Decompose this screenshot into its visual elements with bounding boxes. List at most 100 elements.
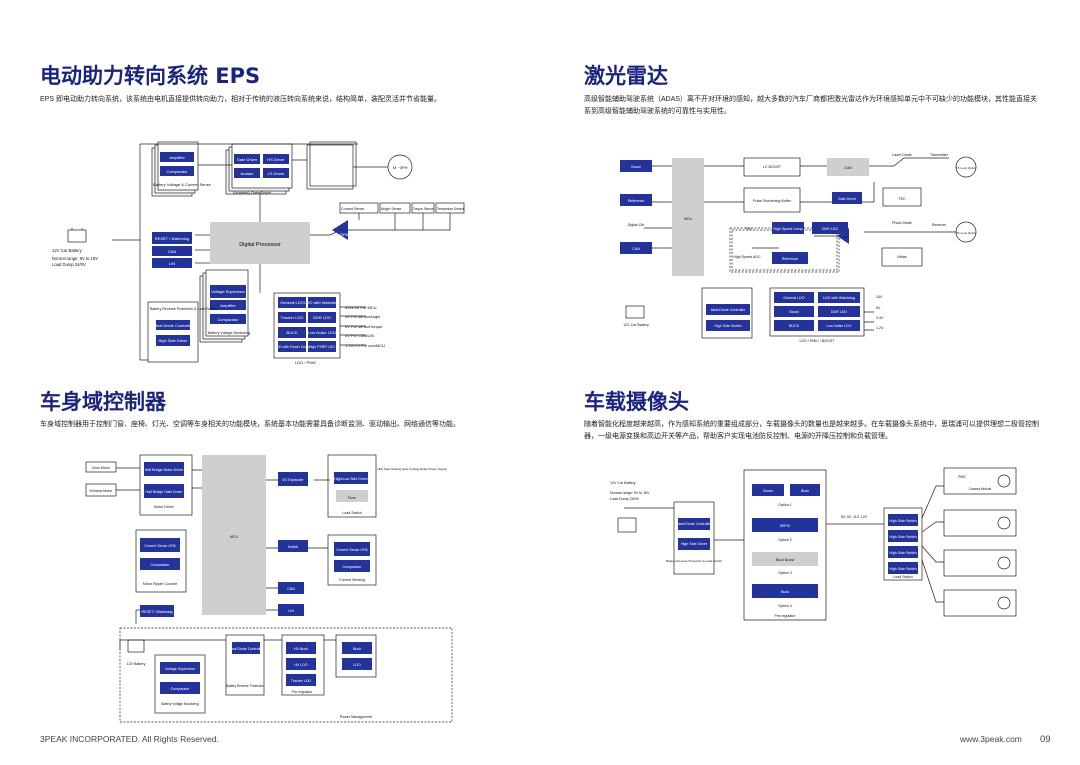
isolated-gd-label: (Isolated) Gate Driver <box>233 190 272 195</box>
page-number: 09 <box>1040 734 1051 745</box>
lidar-buck-label: BUCK <box>789 324 800 328</box>
current-sense-label: Current Sense <box>341 207 364 211</box>
lidar-gate-driver-label: Gate Driver <box>838 197 857 201</box>
camera-icon <box>997 474 1011 610</box>
motor-driver-label: Motor Driver <box>154 505 175 509</box>
cam-boost-label: Boost <box>763 489 772 493</box>
body-title: 车身域控制器 <box>40 390 166 414</box>
cam-buck-label: Buck <box>801 489 809 493</box>
cam-high-side-label: High Side Driver <box>681 542 708 546</box>
rx-optics-label: RX Lens Optics <box>956 231 977 235</box>
tia-label: TIA <box>844 235 849 239</box>
body-lin-label: LIN <box>288 609 294 613</box>
half-bridge1-label: Half Bridge Motor Driver <box>145 468 184 472</box>
camera-title: 车载摄像头 <box>584 390 689 414</box>
body-battery-label: 12V Battery <box>127 662 146 666</box>
hv-buck-label: HV Buck <box>294 647 308 651</box>
lidar-ldo-watchdog-label: LDO with Watchdog <box>823 296 855 300</box>
lidar-v2: 5V <box>876 306 881 310</box>
hs3-label: High Side Switch <box>889 551 916 555</box>
cam-load-switch-label: Load Switch <box>893 575 913 579</box>
body-comparator3-label: Comparator <box>171 687 191 691</box>
high-speed-comp-label: High Speed Comp <box>773 227 802 231</box>
lidar-boost-label: Boost <box>631 165 640 169</box>
hs2-label: High Side Switch <box>889 535 916 539</box>
lidar-v3: 3.3V <box>876 316 884 320</box>
cam-voltages-label: 5V, 9V, 11V, 12V <box>841 515 868 519</box>
switch-label: Switch <box>288 545 299 549</box>
transmitter-label: Transmitter <box>930 153 949 157</box>
current-opa-label: Current Sense OPA <box>144 544 176 548</box>
car-battery-label: 12V Car Battery <box>52 248 83 253</box>
lidar-title: 激光雷达 <box>584 64 668 88</box>
led-loads-label: LED Seat Heating Seat Cooling Relay Powe… <box>377 467 447 471</box>
receiver-label: Receiver <box>932 223 947 227</box>
body-ldo-label: LDO <box>353 663 361 667</box>
cam-preregulator-label: Pre-regulator <box>775 614 797 618</box>
low-noise-ldo-label: Low Noise LDO <box>308 330 336 335</box>
eps-output-4: 5V For CAN/LIN <box>345 333 374 338</box>
hbias-label: Hbias <box>897 255 906 259</box>
ls-driver-label: LS Driver <box>268 171 285 176</box>
ldo-watchdog-label: LDO with Watchdog <box>304 300 339 305</box>
laser-diode-label: Laser Diode <box>892 153 911 157</box>
amplifier-label: Amplifier <box>169 155 185 160</box>
tracker-ldo-label: Tracker LDO <box>291 679 312 683</box>
lidar-diagram: Boost Reference CAN Gate Driver High Spe… <box>620 153 977 343</box>
battery-icon <box>127 639 145 653</box>
option2-label: Option 2 <box>778 538 792 542</box>
lidar-ddr-ldo-label: DDR LDO <box>822 227 838 231</box>
fuse-label: Fuse <box>348 496 356 500</box>
voltage-supervisor-label: Voltage Supervisor <box>211 289 245 294</box>
cam-load-dump-label: Load Dump 24/0V <box>610 497 640 501</box>
comparator2-label: Comparator <box>217 317 239 322</box>
lidar-reference-label: Reference <box>628 199 645 203</box>
load-switch-label: Load Switch <box>342 511 362 515</box>
body-ideal-diode-label: Ideal Diode Controller <box>229 647 265 651</box>
option4-label: Option 4 <box>778 604 792 608</box>
buck-boost-label: Buck Boost <box>776 558 794 562</box>
comparator-label: Comparator <box>166 169 188 174</box>
ldo-pmic-boost-label: LDO / PMIC / BOOST <box>800 339 836 343</box>
body-reset-label: RESET / Watchdog <box>142 610 173 614</box>
angle-sense-label: Angle Sense <box>381 207 401 211</box>
lidar-tec-label: TEC <box>898 197 906 201</box>
high-speed-adc-label: High Speed ADC <box>733 255 761 259</box>
lidar-reference2-label: Reference <box>782 257 799 261</box>
body-voltage-supervisor-label: Voltage Supervisor <box>165 667 196 671</box>
gan-label: GaN <box>844 166 852 170</box>
current-opa2-label: Current Sense OPA <box>336 548 368 552</box>
lin-label: LIN <box>169 261 175 266</box>
cam-ideal-diode-label: Ideal Diode Controller <box>677 522 713 526</box>
motor-ripple-label: Motor Ripple Counter <box>143 582 178 586</box>
battery-icon <box>617 517 637 533</box>
eps-output-2: 5V For sensorAngle <box>345 314 381 319</box>
sepic-label: SEPIC <box>780 524 791 528</box>
cam-battery-label: 12V Car Battery <box>610 481 636 485</box>
body-buck-label: Buck <box>353 647 361 651</box>
eps-title: 电动助力转向系统 EPS <box>40 64 261 88</box>
digital-processor-label: Digital Processor <box>239 242 281 248</box>
lidar-ddr-ldo2-label: DDR LDO <box>831 310 847 314</box>
can-label: CAN <box>168 249 177 254</box>
current-sensing-label: Current Sensing <box>339 578 365 582</box>
batt-reverse-label: Battery Reverse Protection & Load Switch <box>150 307 217 311</box>
lidar-low-noise-ldo-label: Low Noise LDO <box>826 324 851 328</box>
window-motor-label: Window Motor <box>90 489 114 493</box>
camera-description: 随着智能化程度越来越高，作为感知系统的重要组成部分，车载摄像头的数量也是越来越多… <box>584 421 1039 440</box>
lidar-high-side-label: High Side Switch <box>714 324 741 328</box>
io-expander-label: I/O Expander <box>282 478 304 482</box>
footer-url[interactable]: www.3peak.com <box>960 734 1022 744</box>
body-mcu-label: MCU <box>230 535 239 539</box>
half-bridge2-label: Half Bridge Gate Driver <box>145 490 183 494</box>
option3-label: Option 3 <box>778 571 792 575</box>
cam-buck2-label: Buck <box>781 590 789 594</box>
ddr-ldo-label: DDR LDO <box>313 315 331 320</box>
eps-diagram: Digital Processor OPA Amplifier Comparat… <box>52 141 465 365</box>
ldo-pg-label: LDO with Power Good <box>275 345 310 349</box>
battery-icon <box>67 228 87 243</box>
lidar-general-ldo-label: General LDO <box>783 296 804 300</box>
load-dump-label: Load Dump 24/0V <box>52 262 86 267</box>
lidar-can-label: CAN <box>632 247 640 251</box>
camera-module-label: Camera Module <box>969 487 992 491</box>
